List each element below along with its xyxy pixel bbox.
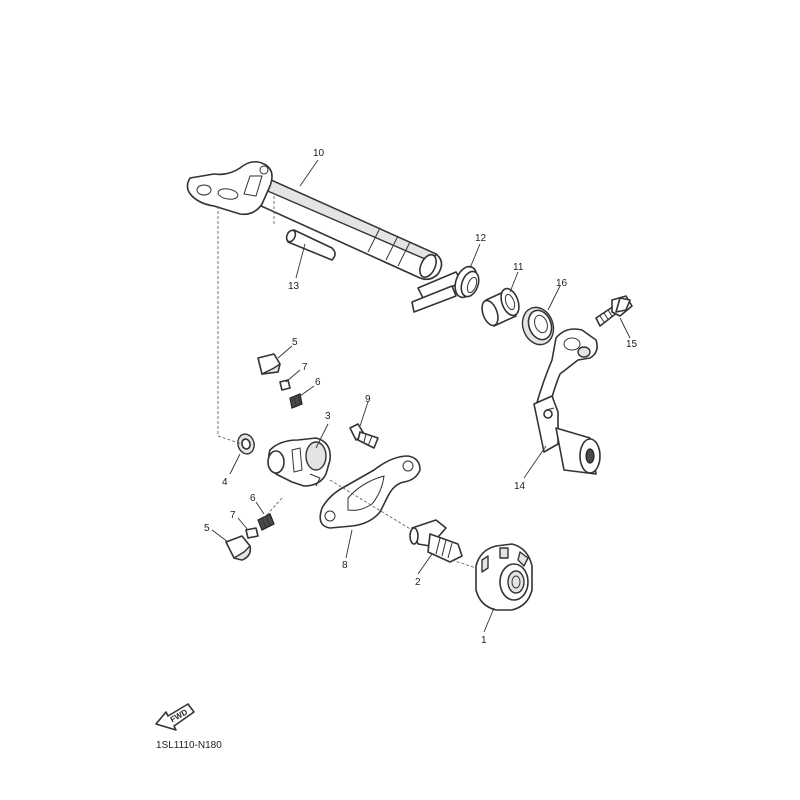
spring-part-6-upper bbox=[289, 385, 315, 409]
fwd-arrow-icon: FWD bbox=[155, 703, 195, 731]
spring-part-6-lower bbox=[255, 501, 275, 531]
callout-4: 4 bbox=[222, 477, 228, 488]
callout-7-upper: 7 bbox=[302, 362, 308, 373]
callout-14: 14 bbox=[514, 481, 526, 492]
detent-part-7-upper bbox=[279, 369, 301, 391]
detent-part-7-lower bbox=[237, 517, 259, 539]
callout-10: 10 bbox=[313, 148, 325, 159]
callout-1: 1 bbox=[481, 635, 487, 646]
callout-3: 3 bbox=[325, 411, 331, 422]
shift-shaft-part-10 bbox=[186, 160, 443, 281]
callout-6-upper: 6 bbox=[315, 377, 321, 388]
callout-5-lower: 5 bbox=[204, 523, 210, 534]
callout-labels: 1 2 3 4 5 5 6 6 7 7 8 9 10 11 12 13 14 1… bbox=[204, 148, 638, 646]
callout-13: 13 bbox=[288, 281, 300, 292]
shift-cam-part-1 bbox=[475, 543, 533, 633]
callout-5-upper: 5 bbox=[292, 337, 298, 348]
callout-12: 12 bbox=[475, 233, 487, 244]
callout-8: 8 bbox=[342, 560, 348, 571]
diagram-code: 1SL1110-N180 bbox=[156, 740, 222, 751]
callout-6-lower: 6 bbox=[250, 493, 256, 504]
bolt-part-2 bbox=[409, 519, 463, 575]
callout-11: 11 bbox=[513, 262, 524, 273]
pin-part-13 bbox=[285, 229, 336, 279]
bolt-part-9 bbox=[349, 401, 379, 449]
callout-7-lower: 7 bbox=[230, 510, 236, 521]
stopper-part-5-upper bbox=[257, 345, 293, 375]
spring-part-12 bbox=[411, 243, 481, 313]
stopper-part-5-lower bbox=[211, 529, 252, 561]
plate-part-8 bbox=[319, 455, 421, 559]
callout-9: 9 bbox=[365, 394, 371, 405]
callout-15: 15 bbox=[626, 339, 638, 350]
oil-seal-part-16 bbox=[521, 285, 561, 346]
segment-part-3 bbox=[267, 423, 332, 487]
assembly-guide-lines bbox=[217, 196, 477, 569]
shift-arm-part-14 bbox=[523, 328, 601, 479]
callout-2: 2 bbox=[415, 577, 421, 588]
bolt-part-15 bbox=[595, 295, 633, 339]
bushing-part-11 bbox=[481, 271, 520, 327]
washer-part-4 bbox=[229, 433, 255, 475]
callout-16: 16 bbox=[556, 278, 568, 289]
